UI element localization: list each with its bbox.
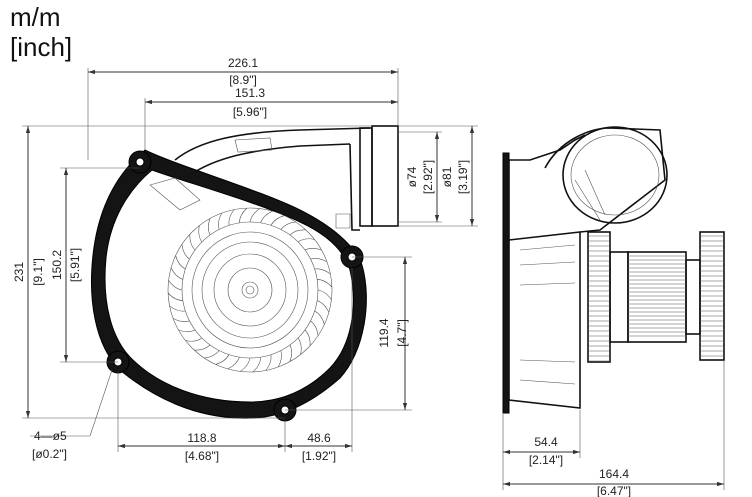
impeller-blade bbox=[314, 310, 325, 325]
dim-outlet-inner-inch: [2.92"] bbox=[421, 160, 435, 194]
dimension-lines bbox=[22, 68, 725, 490]
impeller-blade bbox=[181, 244, 190, 260]
dim-bottom-right: 48.6 bbox=[307, 431, 331, 445]
side-flange bbox=[502, 152, 510, 414]
impeller-blade bbox=[168, 280, 183, 291]
side-housing bbox=[508, 231, 581, 409]
dim-height-holes: 150.2 bbox=[50, 250, 64, 280]
impeller-blade bbox=[265, 354, 272, 371]
dim-bottom-left: 118.8 bbox=[187, 431, 216, 445]
impeller-blade bbox=[208, 218, 211, 236]
impeller-blade bbox=[289, 229, 306, 236]
dim-bottom-left-inch: [4.68"] bbox=[185, 449, 219, 463]
impeller-blade bbox=[240, 357, 251, 372]
dim-width-overall: 226.1 bbox=[228, 56, 258, 70]
impeller-blade bbox=[280, 221, 296, 230]
impeller-blade bbox=[297, 238, 315, 243]
impeller-blade bbox=[277, 350, 282, 368]
dim-width-upper-inch: [5.96"] bbox=[233, 105, 267, 119]
impeller-blade bbox=[317, 300, 330, 313]
impeller-blade bbox=[189, 234, 196, 251]
impeller-blade bbox=[317, 289, 332, 300]
dim-depth-housing: 54.4 bbox=[534, 435, 558, 449]
unit-imperial: [inch] bbox=[10, 32, 73, 62]
front-view bbox=[91, 125, 399, 422]
impeller-blade bbox=[249, 208, 260, 223]
dim-width-upper: 151.3 bbox=[235, 86, 265, 100]
unit-metric: m/m bbox=[10, 2, 61, 32]
impeller-blade bbox=[310, 320, 319, 336]
impeller-blade bbox=[304, 248, 322, 251]
impeller-blade bbox=[228, 209, 235, 226]
impeller-blade bbox=[289, 344, 292, 362]
impeller-blade bbox=[167, 292, 183, 301]
dim-height-right-inch: [4.7"] bbox=[395, 319, 409, 347]
units-label: m/m [inch] bbox=[10, 2, 72, 62]
dim-outlet-outer-inch: [3.19"] bbox=[456, 160, 470, 194]
impeller-blade bbox=[260, 210, 273, 223]
impeller-blade bbox=[227, 357, 240, 370]
dim-holes: 4—ø5 bbox=[34, 429, 67, 443]
impeller-blade bbox=[178, 329, 196, 332]
dim-height-overall: 231 bbox=[12, 262, 26, 282]
impeller-blade bbox=[239, 207, 248, 223]
blower-wheel bbox=[167, 207, 333, 373]
impeller-blade bbox=[172, 317, 190, 322]
dim-outlet-inner: ø74 bbox=[405, 166, 419, 187]
impeller-blade bbox=[310, 258, 328, 263]
dim-depth-overall-inch: [6.47"] bbox=[597, 484, 631, 497]
dimension-labels: 226.1 [8.9"] 151.3 [5.96"] 231 [9.1"] 15… bbox=[12, 56, 631, 497]
impeller-blade bbox=[215, 354, 230, 365]
impeller-blade bbox=[170, 267, 183, 280]
impeller-blade bbox=[304, 329, 311, 346]
dim-outlet-outer: ø81 bbox=[440, 166, 454, 187]
dim-height-overall-inch: [9.1"] bbox=[31, 258, 45, 286]
side-outlet bbox=[562, 126, 668, 224]
mounting-holes bbox=[106, 150, 364, 422]
impeller-blade bbox=[314, 268, 331, 275]
impeller-blade bbox=[297, 337, 302, 355]
impeller-blade bbox=[198, 225, 203, 243]
dim-holes-inch: [ø0.2"] bbox=[32, 447, 67, 461]
impeller-blade bbox=[185, 337, 203, 342]
impeller-blade bbox=[204, 350, 220, 359]
impeller-blade bbox=[218, 212, 223, 230]
dim-bottom-right-inch: [1.92"] bbox=[302, 449, 336, 463]
impeller-blade bbox=[252, 357, 261, 373]
side-view bbox=[502, 126, 725, 414]
impeller-blade bbox=[194, 344, 211, 351]
dim-height-holes-inch: [5.91"] bbox=[68, 248, 82, 282]
dim-width-overall-inch: [8.9"] bbox=[229, 73, 257, 87]
dim-depth-housing-inch: [2.14"] bbox=[529, 453, 563, 467]
dim-depth-overall: 164.4 bbox=[599, 467, 629, 481]
dim-height-right: 119.4 bbox=[377, 318, 391, 347]
outlet-duct bbox=[174, 125, 399, 231]
impeller-blade bbox=[169, 305, 186, 312]
impeller-blade bbox=[317, 279, 333, 288]
impeller-blade bbox=[175, 255, 186, 270]
motor bbox=[587, 231, 725, 363]
impeller-blade bbox=[270, 215, 285, 226]
